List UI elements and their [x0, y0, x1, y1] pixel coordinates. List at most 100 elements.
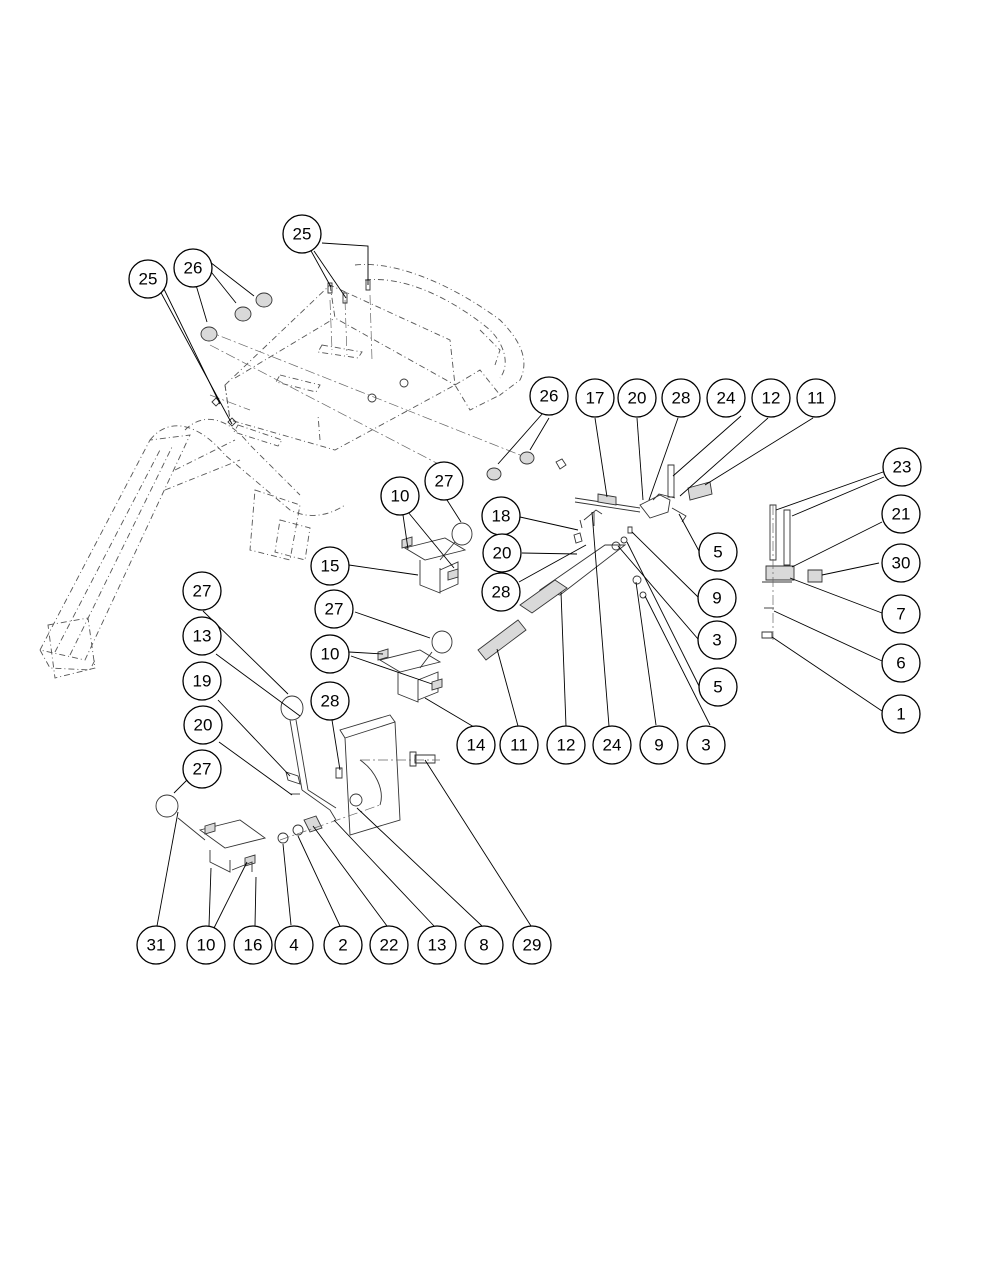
callout-17: 17	[575, 378, 615, 418]
callout-18-label: 18	[492, 507, 511, 526]
callout-29-label: 29	[523, 936, 542, 955]
callout-27-bottom-left-label: 27	[193, 760, 212, 779]
callout-5-upper-label: 5	[713, 543, 722, 562]
callout-1-label: 1	[896, 705, 905, 724]
control-bracket-15	[401, 522, 473, 594]
callout-27-lower-label: 27	[193, 582, 212, 601]
cable-lever-assembly	[477, 464, 713, 661]
callout-1: 1	[881, 694, 921, 734]
callout-22: 22	[369, 925, 409, 965]
callout-18: 18	[481, 496, 521, 536]
callout-14: 14	[456, 725, 496, 765]
callout-27-middle: 27	[314, 589, 354, 629]
callout-28-top-label: 28	[672, 389, 691, 408]
callout-24-top-label: 24	[717, 389, 736, 408]
callout-9-lower: 9	[639, 725, 679, 765]
callout-14-label: 14	[467, 736, 486, 755]
callout-25-left: 25	[128, 259, 168, 299]
callout-12-top-label: 12	[762, 389, 781, 408]
callout-4: 4	[274, 925, 314, 965]
callout-25-top: 25	[282, 214, 322, 254]
callout-4-label: 4	[289, 936, 298, 955]
callouts: 25 26 25 26 17 20 28 24 12 11 23 21 30 7…	[128, 214, 922, 965]
callout-13-lower-label: 13	[428, 936, 447, 955]
callout-16-label: 16	[244, 936, 263, 955]
control-bracket-14	[377, 630, 453, 703]
control-bracket-16	[155, 794, 267, 873]
callout-11-lower: 11	[499, 725, 539, 765]
callout-20-top-label: 20	[628, 389, 647, 408]
callout-27-upper: 27	[424, 461, 464, 501]
callout-24-lower-label: 24	[603, 736, 622, 755]
callout-3-lower-label: 3	[701, 736, 710, 755]
callout-11-lower-label: 11	[510, 736, 528, 755]
callout-12-top: 12	[751, 378, 791, 418]
callout-28-mid-label: 28	[492, 583, 511, 602]
callout-13-upper: 13	[182, 616, 222, 656]
callout-19: 19	[182, 661, 222, 701]
callout-28-top: 28	[661, 378, 701, 418]
callout-20-lower-label: 20	[194, 716, 213, 735]
callout-10-upper-label: 10	[391, 487, 410, 506]
callout-2: 2	[323, 925, 363, 965]
callout-5-upper: 5	[698, 532, 738, 572]
callout-16: 16	[233, 925, 273, 965]
callout-6: 6	[881, 643, 921, 683]
callout-15: 15	[310, 546, 350, 586]
callout-21: 21	[881, 494, 921, 534]
callout-25-left-label: 25	[139, 270, 158, 289]
callout-28-mid: 28	[481, 572, 521, 612]
callout-31-label: 31	[147, 936, 166, 955]
callout-26-right: 26	[529, 376, 569, 416]
callout-13-upper-label: 13	[193, 627, 212, 646]
callout-27-upper-label: 27	[435, 472, 454, 491]
callout-7: 7	[881, 594, 921, 634]
pin-assembly-right	[761, 504, 823, 640]
lower-lever-assembly	[277, 695, 440, 844]
callout-10-upper: 10	[380, 476, 420, 516]
callout-3-lower: 3	[686, 725, 726, 765]
callout-20-mid: 20	[482, 533, 522, 573]
callout-10-middle: 10	[310, 634, 350, 674]
callout-20-mid-label: 20	[493, 544, 512, 563]
callout-15-label: 15	[321, 557, 340, 576]
callout-5-lower: 5	[698, 667, 738, 707]
callout-20-top: 20	[617, 378, 657, 418]
callout-26-right-label: 26	[540, 387, 559, 406]
callout-26-left-label: 26	[184, 259, 203, 278]
callout-3-upper: 3	[697, 620, 737, 660]
callout-10-middle-label: 10	[321, 645, 340, 664]
callout-30-label: 30	[892, 554, 911, 573]
callout-12-lower: 12	[546, 725, 586, 765]
callout-25-top-label: 25	[293, 225, 312, 244]
callout-24-lower: 24	[592, 725, 632, 765]
screws-25	[211, 279, 371, 427]
callout-23: 23	[882, 447, 922, 487]
callout-26-left: 26	[173, 248, 213, 288]
callout-12-lower-label: 12	[557, 736, 576, 755]
callout-2-label: 2	[338, 936, 347, 955]
callout-30: 30	[881, 543, 921, 583]
callout-7-label: 7	[896, 605, 905, 624]
callout-23-label: 23	[893, 458, 912, 477]
callout-22-label: 22	[380, 936, 399, 955]
callout-5-lower-label: 5	[713, 678, 722, 697]
callout-28-lower: 28	[310, 681, 350, 721]
grommets-26	[200, 292, 567, 481]
callout-31: 31	[136, 925, 176, 965]
callout-3-upper-label: 3	[712, 631, 721, 650]
callout-8: 8	[464, 925, 504, 965]
callout-9-upper-label: 9	[712, 589, 721, 608]
callout-19-label: 19	[193, 672, 212, 691]
callout-8-label: 8	[479, 936, 488, 955]
callout-20-lower: 20	[183, 705, 223, 745]
callout-6-label: 6	[896, 654, 905, 673]
callout-24-top: 24	[706, 378, 746, 418]
callout-9-lower-label: 9	[654, 736, 663, 755]
callout-13-lower: 13	[417, 925, 457, 965]
callout-27-lower: 27	[182, 571, 222, 611]
callout-10-lower: 10	[186, 925, 226, 965]
callout-29: 29	[512, 925, 552, 965]
callout-17-label: 17	[586, 389, 605, 408]
